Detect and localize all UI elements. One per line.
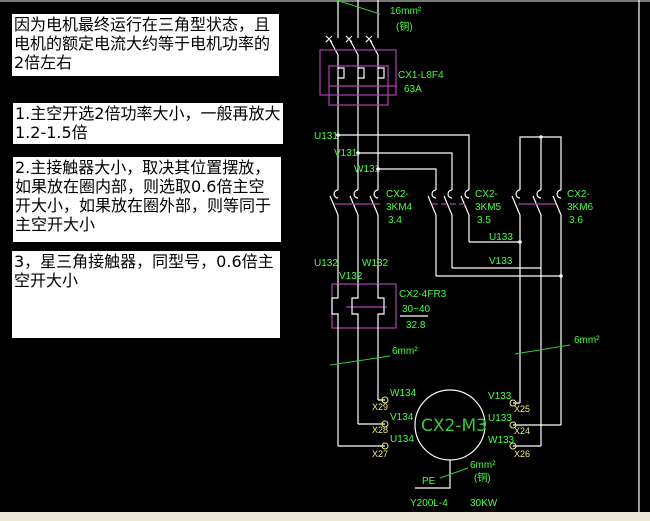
right-cable-label: 6mm² bbox=[574, 335, 600, 346]
breaker-rating: 63A bbox=[404, 84, 422, 95]
terminal-x28: X28 bbox=[372, 425, 388, 435]
node-u132: U132 bbox=[314, 258, 338, 269]
wire-v133: V133 bbox=[488, 391, 512, 402]
window-top-border bbox=[0, 0, 650, 2]
wire-v134: V134 bbox=[390, 412, 414, 423]
main-phase-lines bbox=[325, 0, 379, 190]
left-cable-mark bbox=[329, 355, 391, 366]
pe-label: PE bbox=[422, 476, 436, 487]
left-cable-label: 6mm² bbox=[392, 346, 418, 357]
motor-label: CX2-M3 bbox=[421, 416, 487, 436]
motor-model: Y200L-4 bbox=[410, 498, 448, 509]
note-main-contactor: 2.主接触器大小，取决其位置摆放，如果放在圈内部，则选取0.6倍主空开大小，如果… bbox=[13, 157, 281, 242]
node-v131: V131 bbox=[334, 148, 358, 159]
relay-range: 30~40 bbox=[402, 304, 431, 315]
terminal-x26: X26 bbox=[514, 449, 530, 459]
thermal-relay-symbol bbox=[331, 283, 397, 446]
right-cable-mark bbox=[514, 344, 571, 355]
node-v133: V133 bbox=[489, 256, 513, 267]
note-star-delta-contactor: 3，星三角接触器，同型号，0.6倍主空开大小 bbox=[12, 251, 280, 338]
terminal-x29: X29 bbox=[372, 402, 388, 412]
km4-model: CX2- bbox=[386, 189, 409, 200]
km4-ref: 3.4 bbox=[388, 215, 402, 226]
node-w131: W131 bbox=[354, 164, 381, 175]
wire-w133: W133 bbox=[488, 435, 515, 446]
km4-code: 3KM4 bbox=[386, 202, 413, 213]
terminal-x27: X27 bbox=[372, 449, 388, 459]
wire-u134: U134 bbox=[390, 434, 414, 445]
status-bar bbox=[0, 512, 650, 521]
breaker-symbol bbox=[319, 49, 397, 106]
node-w132: W132 bbox=[362, 258, 389, 269]
km5-code: 3KM5 bbox=[475, 202, 502, 213]
relay-model: CX2-4FR3 bbox=[399, 289, 447, 300]
crossover-wires bbox=[336, 133, 562, 190]
pe-cable-label: 6mm² bbox=[470, 460, 496, 471]
note-main-breaker: 1.主空开选2倍功率大小，一般再放大1.2-1.5倍 bbox=[13, 103, 283, 144]
pe-cable-mark bbox=[439, 467, 469, 479]
top-cable-label: 16mm² bbox=[390, 6, 422, 17]
node-u133: U133 bbox=[489, 232, 513, 243]
top-cable-mark bbox=[335, 0, 381, 15]
contactor-km4 bbox=[329, 189, 380, 284]
wire-w134: W134 bbox=[390, 388, 417, 399]
km6-code: 3KM6 bbox=[567, 202, 594, 213]
km5-ref: 3.5 bbox=[477, 215, 491, 226]
motor-power: 30KW bbox=[470, 498, 498, 509]
terminal-x24: X24 bbox=[514, 426, 530, 436]
contactor-km5 bbox=[427, 189, 470, 276]
km6-ref: 3.6 bbox=[569, 215, 583, 226]
km6-model: CX2- bbox=[567, 189, 590, 200]
motor-symbol bbox=[338, 389, 561, 489]
km5-model: CX2- bbox=[475, 189, 498, 200]
pe-cable-note: (铜) bbox=[474, 472, 491, 484]
node-v132: V132 bbox=[339, 271, 363, 282]
relay-setting: 32.8 bbox=[406, 320, 426, 331]
contactor-km6 bbox=[511, 189, 562, 446]
top-cable-note: (铜) bbox=[396, 21, 413, 33]
terminal-x25: X25 bbox=[514, 404, 530, 414]
breaker-model: CX1-L8F4 bbox=[398, 70, 444, 81]
node-u131: U131 bbox=[314, 131, 338, 142]
delta-wires bbox=[436, 240, 563, 425]
note-motor-current: 因为电机最终运行在三角型状态，且电机的额定电流大约等于电机功率的2倍左右 bbox=[12, 14, 279, 76]
wire-u133: U133 bbox=[488, 413, 512, 424]
